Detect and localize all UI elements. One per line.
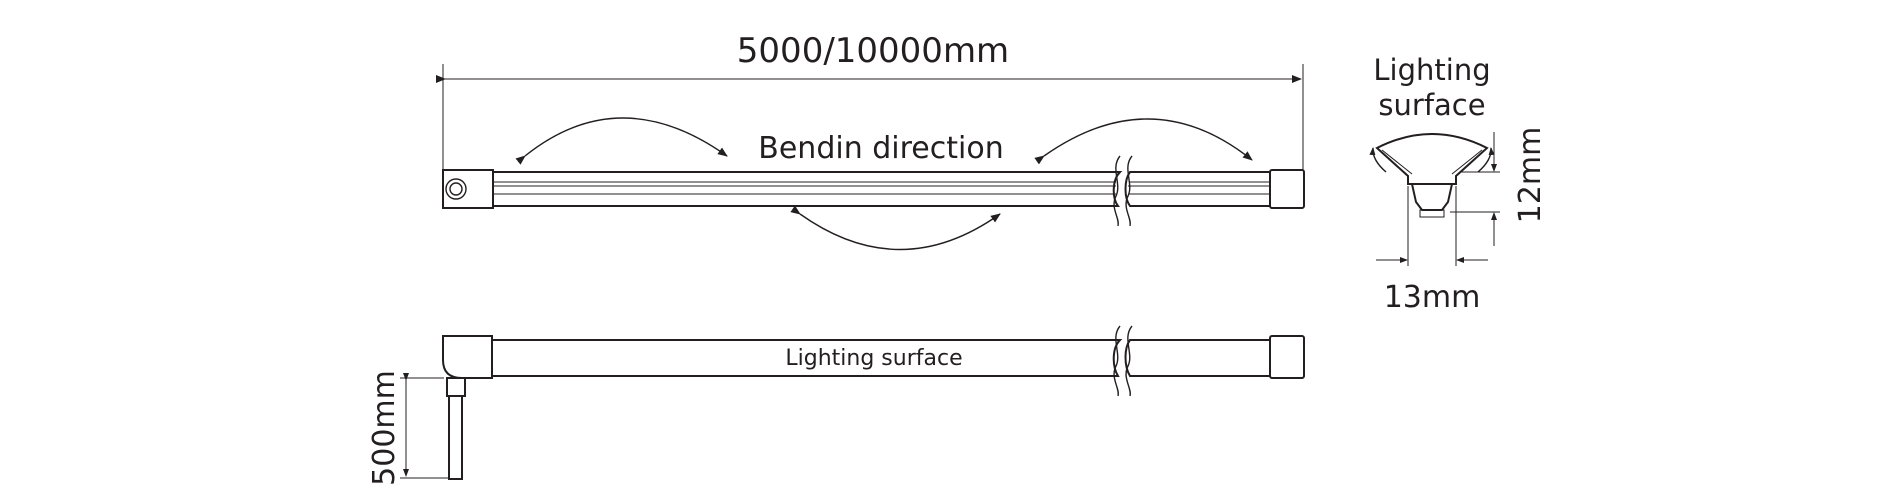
side-break-mark-left xyxy=(1113,325,1121,397)
height-label: 12mm xyxy=(1513,127,1548,224)
lens-body xyxy=(1375,133,1489,185)
cable-length-dimension: 500mm xyxy=(367,370,448,486)
bending-arrows: Bendin direction xyxy=(515,117,1253,251)
side-end-cap xyxy=(1269,335,1305,379)
side-connector-cap xyxy=(442,335,493,379)
break-mark-right xyxy=(1125,155,1133,227)
lens-inner-right xyxy=(1451,149,1483,175)
emission-arc-right xyxy=(1477,147,1495,173)
top-view-strip xyxy=(442,155,1305,227)
profile-base xyxy=(1410,183,1454,211)
profile-foot xyxy=(1419,209,1445,218)
strip-end-cap xyxy=(1269,169,1305,209)
top-lighting-surface-line2: surface xyxy=(1378,88,1485,122)
bend-arrow-up-right xyxy=(1034,118,1253,165)
bending-direction-label: Bendin direction xyxy=(758,131,1003,166)
strip-body-left xyxy=(489,171,1123,207)
cable-length-label: 500mm xyxy=(367,370,402,486)
lead-cable xyxy=(448,395,463,480)
emission-arc-left xyxy=(1369,147,1387,173)
cross-section: Lighting surface 12mm 13mm xyxy=(1369,53,1548,315)
break-mark-left xyxy=(1113,155,1121,227)
connector-port-icon xyxy=(445,178,467,200)
width-label: 13mm xyxy=(1384,280,1481,315)
cable-gland xyxy=(446,377,466,397)
length-dimension: 5000/10000mm xyxy=(436,31,1304,170)
length-label: 5000/10000mm xyxy=(737,31,1009,71)
connector-port-inner xyxy=(449,182,463,196)
side-break-mark-right xyxy=(1125,325,1133,397)
strip-body-right xyxy=(1124,171,1273,207)
lens-inner-left xyxy=(1381,149,1413,175)
side-strip-body-left xyxy=(489,339,1123,377)
top-lighting-surface-line1: Lighting xyxy=(1373,53,1490,87)
bend-arrow-down xyxy=(790,205,1001,251)
side-view-strip: Lighting surface xyxy=(442,325,1305,480)
strip-connector-cap xyxy=(442,169,494,209)
side-strip-body-right xyxy=(1124,339,1273,377)
side-lighting-surface-label: Lighting surface xyxy=(785,346,962,371)
bend-arrow-up-left xyxy=(515,117,728,165)
